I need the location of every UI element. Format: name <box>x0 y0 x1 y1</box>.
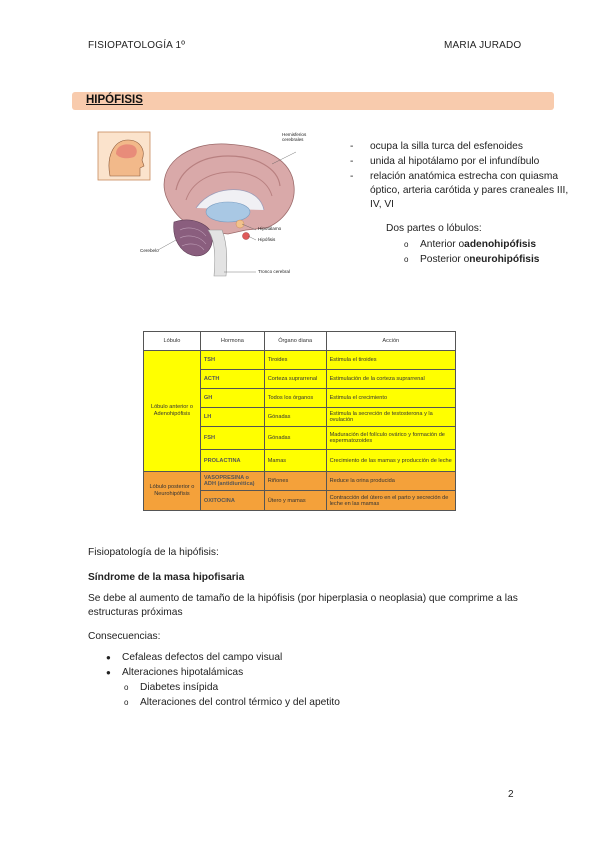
table-header: Órgano diana <box>263 331 327 351</box>
page-number: 2 <box>508 789 514 800</box>
table-header: Lóbulo <box>143 331 201 351</box>
hormone-cell: VASOPRESINA o ADH (antidiurética) <box>199 471 265 491</box>
table-row: OXITOCINA Útero y mamas Contracción del … <box>144 490 457 511</box>
section-title: HIPÓFISIS <box>86 94 143 106</box>
list-item: ●Cefaleas defectos del campo visual <box>106 652 283 663</box>
action-cell: Estimula el crecimiento <box>325 388 457 408</box>
hormone-cell: TSH <box>199 350 265 370</box>
table-header: Hormona <box>199 331 265 351</box>
action-cell: Crecimiento de las mamas y producción de… <box>325 449 457 472</box>
paragraph-consequences: Consecuencias: <box>88 631 161 642</box>
anterior-lobe-cell: Lóbulo anterior o Adenohipófisis <box>143 350 201 472</box>
consequences-list: ●Cefaleas defectos del campo visual ●Alt… <box>88 650 340 710</box>
label-brainstem: Tronco cerebral <box>258 269 290 274</box>
table-row: Lóbulo posterior o Neurohipófisis VASOPR… <box>143 471 457 511</box>
table-row: FSH Gónadas Maduración del folículo ovár… <box>144 426 457 450</box>
fact-item: -unida al hipotálamo por el infundíbulo <box>350 156 540 167</box>
label-hypothalamus: Hipotálamo <box>258 226 282 231</box>
target-cell: Riñones <box>263 471 327 491</box>
brain-illustration <box>97 131 297 277</box>
action-cell: Contracción del útero en el parto y secr… <box>325 490 457 511</box>
table-header: Acción <box>325 331 457 351</box>
lobes-intro: Dos partes o lóbulos: <box>386 223 482 234</box>
brain-figure: Hemisferios cerebrales Hipotálamo Hipófi… <box>96 126 326 286</box>
hormone-cell: FSH <box>199 426 265 450</box>
target-cell: Gónadas <box>263 426 327 450</box>
hormone-cell: GH <box>199 388 265 408</box>
table-row: Lóbulo anterior o Adenohipófisis TSH Tir… <box>143 350 457 472</box>
target-cell: Gónadas <box>263 407 327 427</box>
action-cell: Estimulación de la corteza suprarrenal <box>325 369 457 389</box>
posterior-lobe-cell: Lóbulo posterior o Neurohipófisis <box>143 471 201 511</box>
fact-item: -relación anatómica estrecha con quiasma… <box>350 171 569 210</box>
table-row: ACTH Corteza suprarrenal Estimulación de… <box>144 369 457 389</box>
target-cell: Mamas <box>263 449 327 472</box>
label-hemispheres: Hemisferios cerebrales <box>282 132 307 142</box>
paragraph-cause: Se debe al aumento de tamaño de la hipóf… <box>88 593 518 618</box>
table-row: GH Todos los órganos Estimula el crecimi… <box>144 388 457 408</box>
list-item: ●Alteraciones hipotalámicas <box>106 667 244 678</box>
action-cell: Reduce la orina producida <box>325 471 457 491</box>
target-cell: Tiroides <box>263 350 327 370</box>
subheading-mass-syndrome: Síndrome de la masa hipofisaria <box>88 572 245 583</box>
header-right: MARIA JURADO <box>444 40 522 51</box>
hormone-cell: OXITOCINA <box>199 490 265 511</box>
hormone-cell: ACTH <box>199 369 265 389</box>
hormone-table: Lóbulo Hormona Órgano diana Acción Lóbul… <box>143 331 457 511</box>
action-cell: Estimula el tiroides <box>325 350 457 370</box>
hormone-cell: LH <box>199 407 265 427</box>
section-bar <box>72 92 554 110</box>
table-header-row: Lóbulo Hormona Órgano diana Acción <box>143 331 457 351</box>
header-left: FISIOPATOLOGÍA 1º <box>88 40 186 51</box>
target-cell: Todos los órganos <box>263 388 327 408</box>
action-cell: Maduración del folículo ovárico y formac… <box>325 426 457 450</box>
label-cerebellum: Cerebelo <box>140 248 159 253</box>
target-cell: Corteza suprarrenal <box>263 369 327 389</box>
fact-item: -ocupa la silla turca del esfenoides <box>350 141 523 152</box>
target-cell: Útero y mamas <box>263 490 327 511</box>
action-cell: Estimula la secreción de testosterona y … <box>325 407 457 427</box>
paragraph-pathophysiology: Fisiopatología de la hipófisis: <box>88 547 219 558</box>
hormone-cell: PROLACTINA <box>199 449 265 472</box>
label-pituitary: Hipófisis <box>258 237 276 242</box>
facts-list: -ocupa la silla turca del esfenoides -un… <box>350 140 572 213</box>
